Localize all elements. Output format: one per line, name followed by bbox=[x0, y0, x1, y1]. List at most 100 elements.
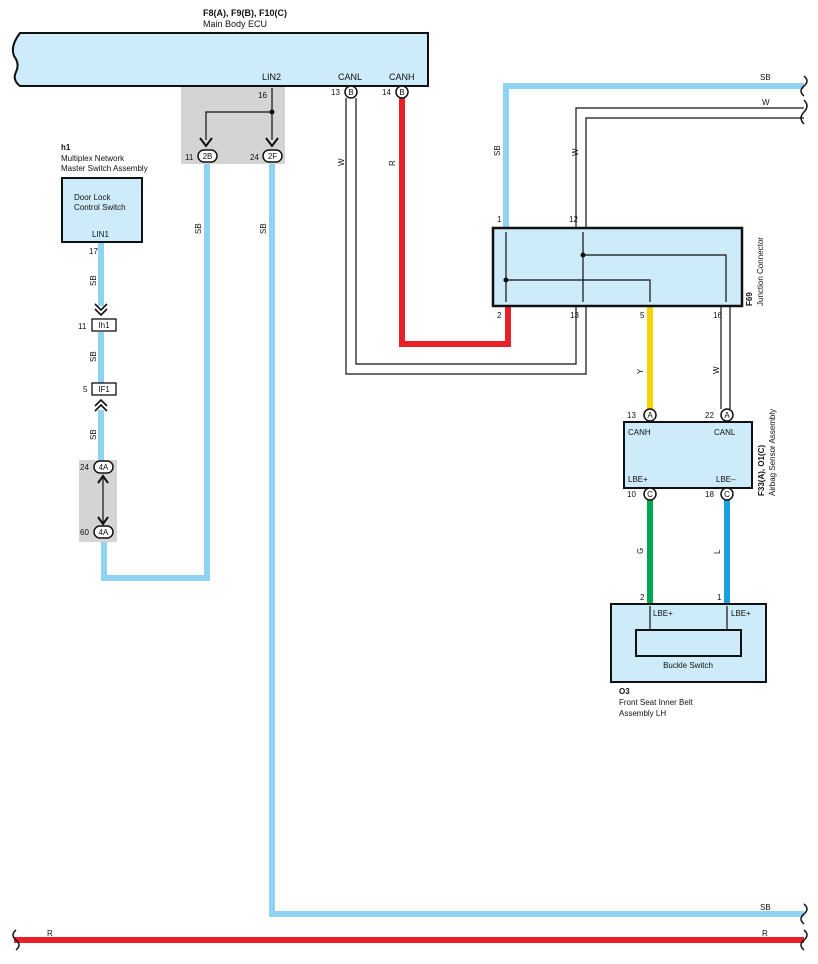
wire-label-sb-lin1-a: SB bbox=[89, 275, 98, 286]
ecu-canl-label: CANL bbox=[338, 72, 362, 82]
wire-canl-b bbox=[355, 98, 577, 365]
ecu-pin-16: 16 bbox=[258, 91, 267, 100]
junction-internal-2 bbox=[506, 279, 651, 302]
airbag-connector-a-canl bbox=[720, 408, 734, 422]
junction-pin-16: 16 bbox=[713, 311, 722, 320]
buckle-switch-box bbox=[635, 629, 742, 657]
ecu-lin2-label: LIN2 bbox=[262, 72, 281, 82]
airbag-lbe-plus: LBE+ bbox=[628, 475, 648, 484]
wire-canh-red bbox=[399, 98, 511, 347]
junction-internal-4 bbox=[583, 254, 727, 302]
airbag-pin-18: 18 bbox=[705, 490, 714, 499]
wire-label-l: L bbox=[713, 549, 722, 554]
ecu-conn-b2: B bbox=[399, 88, 404, 97]
connector-4a-top-label: 4A bbox=[99, 463, 109, 472]
ecu-name: Main Body ECU bbox=[203, 19, 267, 29]
break-mark-red-right bbox=[800, 929, 808, 951]
airbag-pin-10: 10 bbox=[627, 490, 636, 499]
if1-pin: 5 bbox=[83, 385, 88, 394]
wire-label-g: G bbox=[636, 548, 645, 554]
buckle-pin-2: 2 bbox=[640, 593, 645, 602]
buckle-lbe-right: LBE+ bbox=[731, 609, 751, 618]
wire-label-r-bottom-left: R bbox=[47, 929, 53, 938]
wire-label-sb-2b: SB bbox=[194, 223, 203, 234]
ecu-canh-label: CANH bbox=[389, 72, 415, 82]
wire-label-r-bottom-right: R bbox=[762, 929, 768, 938]
junction-code: F69 bbox=[745, 292, 754, 306]
ecu-connector-b-canl bbox=[344, 85, 358, 99]
airbag-canl: CANL bbox=[714, 428, 736, 437]
airbag-connector-c-lbe-plus bbox=[643, 487, 657, 501]
airbag-conn-a1: A bbox=[647, 411, 653, 420]
wire-label-y: Y bbox=[636, 368, 645, 374]
airbag-connector-c-lbe-minus bbox=[720, 487, 734, 501]
door-lock-control-switch-box bbox=[61, 177, 143, 243]
wire-label-w: W bbox=[712, 366, 721, 374]
break-mark-red-left bbox=[12, 929, 20, 951]
wire-label-r-canh: R bbox=[388, 160, 397, 166]
connector-2b bbox=[197, 149, 218, 163]
buckle-code: O3 bbox=[619, 687, 630, 696]
airbag-canh: CANH bbox=[628, 428, 651, 437]
arrow-down-4a bbox=[97, 516, 109, 526]
wire-label-sb-bottom: SB bbox=[760, 903, 771, 912]
buckle-switch-label: Buckle Switch bbox=[663, 661, 713, 670]
wire-w-top-b bbox=[585, 117, 804, 228]
door-lock-line2: Control Switch bbox=[74, 203, 126, 212]
airbag-name: Airbag Sensor Assembly bbox=[768, 409, 777, 496]
wire-label-sb-top: SB bbox=[760, 73, 771, 82]
airbag-pin-13: 13 bbox=[627, 411, 636, 420]
chevron-up-icon bbox=[94, 398, 108, 412]
main-body-ecu-box bbox=[11, 32, 429, 87]
arrow-up-4a bbox=[97, 474, 109, 484]
connector-4a-top bbox=[93, 460, 114, 474]
junction-pin-13: 13 bbox=[570, 311, 579, 320]
junction-connector-box bbox=[491, 226, 744, 308]
connector-ih1-label: Ih1 bbox=[98, 321, 110, 330]
break-mark-sb-top bbox=[800, 75, 808, 97]
lin1-label: LIN1 bbox=[92, 230, 109, 239]
wire-canl-a bbox=[345, 98, 587, 375]
junction-pin-12: 12 bbox=[569, 215, 578, 224]
wire-label-sb-2f: SB bbox=[259, 223, 268, 234]
chevron-down-icon bbox=[94, 303, 108, 317]
airbag-code: F33(A), O1(C) bbox=[757, 445, 766, 496]
master-switch-name-2: Master Switch Assembly bbox=[61, 164, 148, 173]
junction-dot-1 bbox=[503, 277, 509, 283]
wire-label-w-top: W bbox=[762, 98, 770, 107]
connector-4a-bottom-label: 4A bbox=[99, 528, 109, 537]
ecu-connector-b-canh bbox=[395, 85, 409, 99]
airbag-lbe-minus: LBE– bbox=[716, 475, 736, 484]
master-switch-code: h1 bbox=[61, 143, 71, 152]
buckle-pin-1: 1 bbox=[717, 593, 722, 602]
buckle-name-2: Assembly LH bbox=[619, 709, 666, 718]
4a-bot-pin: 60 bbox=[80, 528, 89, 537]
ih1-pin: 11 bbox=[78, 322, 87, 331]
wire-label-sb-lin1-b: SB bbox=[89, 351, 98, 362]
airbag-connector-a-canh bbox=[643, 408, 657, 422]
wire-label-sb-lin1-c: SB bbox=[89, 429, 98, 440]
ecu-pin-13: 13 bbox=[331, 88, 340, 97]
buckle-lbe-left: LBE+ bbox=[653, 609, 673, 618]
junction-dot-2 bbox=[580, 252, 586, 258]
ecu-conn-b1: B bbox=[348, 88, 353, 97]
connector-2f-label: 2F bbox=[268, 152, 277, 161]
airbag-sensor-box bbox=[623, 421, 753, 489]
airbag-pin-22: 22 bbox=[705, 411, 714, 420]
connector-2b-label: 2B bbox=[203, 152, 213, 161]
wire-label-w-junction: W bbox=[571, 148, 580, 156]
connector-if1 bbox=[91, 382, 117, 396]
connector-4a-bottom bbox=[93, 525, 114, 539]
junction-pin-2: 2 bbox=[497, 311, 502, 320]
door-lock-line1: Door Lock bbox=[74, 193, 111, 202]
arrow-2b bbox=[199, 137, 213, 148]
ecu-pin-14: 14 bbox=[382, 88, 391, 97]
wire-w-top-a bbox=[575, 107, 804, 228]
buckle-name-1: Front Seat Inner Belt bbox=[619, 698, 694, 707]
junction-name: Junction Connector bbox=[756, 237, 765, 306]
break-mark-sb-bottom bbox=[800, 903, 808, 925]
airbag-conn-c2: C bbox=[724, 490, 730, 499]
junction-pin-1: 1 bbox=[497, 215, 502, 224]
wire-label-sb-junction: SB bbox=[493, 145, 502, 156]
